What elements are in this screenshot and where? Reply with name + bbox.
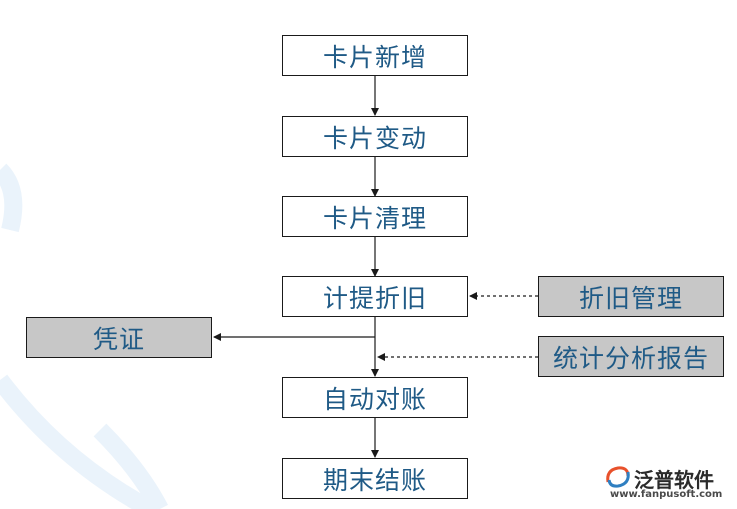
brand-logo-icon <box>606 466 630 488</box>
step-period-close: 期末结账 <box>282 458 468 499</box>
brand-logo-url: www.fanpusoft.com <box>610 489 723 500</box>
step-auto-reconcile: 自动对账 <box>282 377 468 418</box>
side-voucher: 凭证 <box>26 317 212 358</box>
step-card-cleanup: 卡片清理 <box>282 196 468 237</box>
step-card-change: 卡片变动 <box>282 116 468 157</box>
brand-logo: 泛普软件 www.fanpusoft.com <box>604 462 734 506</box>
brand-logo-name: 泛普软件 <box>634 468 714 492</box>
side-depreciation-management: 折旧管理 <box>538 276 724 317</box>
side-statistics-report: 统计分析报告 <box>538 336 724 377</box>
step-card-add: 卡片新增 <box>282 35 468 76</box>
step-depreciation: 计提折旧 <box>282 276 468 317</box>
background-watermark <box>0 163 169 509</box>
